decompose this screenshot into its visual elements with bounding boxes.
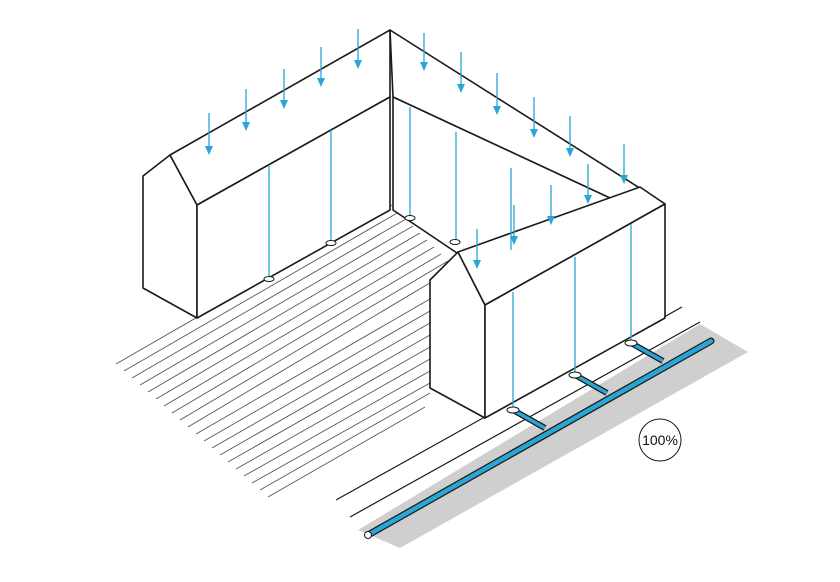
rain-arrow-icon — [584, 164, 592, 204]
rain-arrow-icon — [242, 89, 250, 131]
collector-pipe — [364, 337, 715, 539]
rain-arrow-icon — [530, 97, 538, 138]
drain-outlet-icon — [325, 240, 337, 246]
downpipes — [268, 107, 632, 410]
drain-trench — [358, 324, 748, 548]
rain-arrow-icon — [473, 229, 481, 269]
drain-outlet-icon — [404, 215, 416, 221]
pipe-branches — [506, 339, 665, 431]
percentage-badge: 100% — [638, 418, 682, 462]
drain-outlet-icon — [263, 276, 275, 282]
rain-arrow-icon — [510, 205, 518, 245]
rain-arrow-icon — [205, 113, 213, 155]
drain-outlets — [263, 215, 461, 282]
pipe-branch — [624, 339, 665, 364]
rain-arrow-icon — [457, 52, 465, 93]
percentage-badge-label: 100% — [642, 432, 678, 448]
drain-outlet-icon — [449, 239, 461, 245]
rain-arrow-icon — [354, 29, 362, 69]
pavement-hatching — [115, 204, 456, 498]
rain-arrows — [205, 29, 628, 269]
rain-arrow-icon — [317, 47, 325, 87]
rain-arrow-icon — [493, 73, 501, 115]
pipe-branch — [506, 406, 547, 431]
rain-arrow-icon — [566, 116, 574, 157]
pipe-branch — [568, 371, 609, 396]
l-shaped-building — [142, 29, 666, 319]
rain-arrow-icon — [280, 69, 288, 109]
rain-arrow-icon — [547, 185, 555, 225]
rain-arrow-icon — [620, 144, 628, 184]
rain-arrow-icon — [420, 33, 428, 71]
